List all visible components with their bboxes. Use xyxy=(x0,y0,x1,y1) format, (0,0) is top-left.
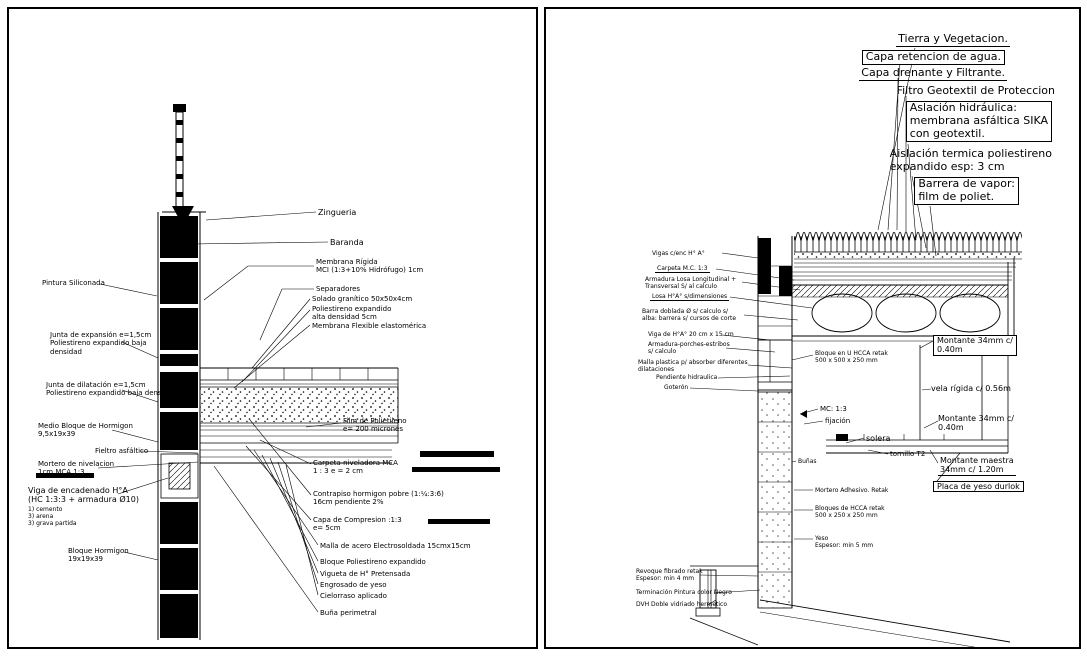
label-aislacion-hidraulica: Aslación hidráulica: membrana asfáltica … xyxy=(905,101,1052,142)
label-mc-13: MC: 1:3 xyxy=(820,405,847,413)
label-separadores: Separadores xyxy=(316,285,361,293)
label-junta-dilatacion: Junta de dilatación e=1,5cm Poliestireno… xyxy=(46,381,177,398)
label-armadura-estribos: Armadura-porches-estribos s/ calculo xyxy=(648,341,730,356)
left-leader-lines xyxy=(97,211,342,613)
hollow-core-1 xyxy=(811,293,873,333)
label-armadura-losa: Armadura Losa Longitudinal + Transversal… xyxy=(645,276,737,291)
label-buna-perimetral: Buña perimetral xyxy=(320,609,377,617)
label-engrosado-yeso: Engrosado de yeso xyxy=(320,581,387,589)
label-viga-ha-20x15: Viga de H°A° 20 cm x 15 cm xyxy=(648,331,734,338)
ground-line xyxy=(759,599,1011,643)
label-baranda: Baranda xyxy=(330,238,364,247)
label-film-polietileno: Film de Polietileno e= 200 micrones xyxy=(343,417,407,434)
mc-arrowhead xyxy=(800,410,807,418)
label-pendiente-hidraulica: Pendiente hidraulica xyxy=(656,374,718,381)
label-vela-rigida: vela rígida c/ 0.56m xyxy=(931,384,1011,393)
label-capa-retencion: Capa retencion de agua. xyxy=(861,50,1005,65)
label-montante-34-mid: Montante 34mm c/ 0.40m xyxy=(938,414,1014,433)
label-montante-maestra: Montante maestra 34mm c/ 1.20m xyxy=(938,456,1016,476)
u-block xyxy=(757,339,793,391)
label-capa-drenante: Capa drenante y Filtrante. xyxy=(859,66,1007,81)
label-cielorraso: Cielorraso aplicado xyxy=(320,592,387,600)
label-carpeta-niveladora: Carpeta niveladora MCA 1 : 3 e = 2 cm xyxy=(313,459,398,476)
label-fijacion: fijación xyxy=(825,417,851,425)
right-panel-frame xyxy=(544,7,1081,649)
label-tierra-vegetacion: Tierra y Vegetacion. xyxy=(896,32,1010,47)
label-medio-bloque: Medio Bloque de Hormigon 9,5x19x39 xyxy=(38,422,133,439)
label-membrana-rigida: Membrana Rígida MCI (1:3+10% Hidrófugo) … xyxy=(316,258,424,275)
label-barra-doblada: Barra doblada Ø s/ calculo s/ alba: barr… xyxy=(642,308,737,323)
left-detail-geometry xyxy=(36,104,500,640)
label-losa-ha: Losa H°A° s/dimensiones xyxy=(650,293,730,302)
label-filtro-geotextil: Filtro Geotextil de Proteccion xyxy=(896,84,1055,97)
label-bloque-poliestireno: Bloque Poliestireno expandido xyxy=(320,558,426,566)
fixing-bracket xyxy=(836,434,848,441)
compression-layer xyxy=(791,284,1009,298)
label-zingueria: Zingueria xyxy=(318,208,357,217)
label-montante-34-top: Montante 34mm c/ 0.40m xyxy=(933,335,1017,356)
label-pintura-siliconada: Pintura Siliconada xyxy=(42,279,105,287)
label-mortero-nivelacion: Mortero de nivelacion 1cm MCA 1:3 xyxy=(38,460,115,477)
contrapiso-stipple xyxy=(199,386,399,424)
label-fieltro-asfaltico: Fieltro asfáltico xyxy=(95,447,149,455)
label-bloque-u-hcca: Bloque en U HCCA retak 500 x 500 x 250 m… xyxy=(815,350,888,365)
label-contrapiso: Contrapiso hormigon pobre (1:¼:3:6) 16cm… xyxy=(313,490,444,507)
label-terminacion-pintura: Terminación Pintura color Negro xyxy=(636,589,732,596)
soil-layer xyxy=(794,252,1022,259)
label-yeso: Yeso Espesor: min 5 mm xyxy=(815,535,874,550)
label-bunas: Buñas xyxy=(798,458,817,465)
vegetation-layer xyxy=(794,228,1022,252)
label-placa-yeso-durlok: Placa de yeso durlok xyxy=(933,481,1024,493)
label-tornillo-t2: tornillo T2 xyxy=(890,450,926,458)
retak-wall xyxy=(757,391,793,609)
right-leader-lines xyxy=(689,47,961,606)
label-vigas-cenc: Vigas c/enc H° A° xyxy=(652,250,705,257)
label-mortero-adhesivo: Mortero Adhesivo. Retak xyxy=(815,487,889,494)
label-viga-encadenado: Viga de encadenado H°A (HC 1:3:3 + armad… xyxy=(28,486,139,505)
label-malla-plastica: Malla plastica p/ absorber diferentes di… xyxy=(638,359,748,374)
label-barrera-vapor: Barrera de vapor: film de poliet. xyxy=(914,177,1019,205)
label-malla-acero: Malla de acero Electrosoldada 15cmx15cm xyxy=(320,542,471,550)
label-solera: solera xyxy=(866,434,891,443)
label-poliestireno-alta: Poliestireno expandido alta densidad 5cm xyxy=(312,305,392,322)
label-dvh: DVH Doble vidriado hermetico xyxy=(636,601,728,608)
left-panel-frame xyxy=(7,7,538,649)
label-viga-componentes: 1) cemento 3) arena 3) grava partida xyxy=(28,506,77,528)
railing-cap xyxy=(173,104,186,112)
label-vigueta-pretensada: Vigueta de H° Pretensada xyxy=(320,570,411,578)
label-membrana-flexible: Membrana Flexible elastomérica xyxy=(312,322,427,330)
label-goteron: Goterón xyxy=(664,384,689,391)
label-solado-granitico: Solado granítico 50x50x4cm xyxy=(312,295,413,303)
label-bloque-hormigon: Bloque Hormigon 19x19x39 xyxy=(68,547,129,564)
right-detail-geometry xyxy=(689,228,1022,649)
hollow-core-2 xyxy=(875,293,937,333)
label-capa-compresion: Capa de Compresion :1:3 e= 5cm xyxy=(313,516,402,533)
hollow-core-3 xyxy=(939,293,1001,333)
label-aislacion-termica: Aislación termica poliestireno expandido… xyxy=(889,147,1052,173)
label-bloques-hcca: Bloques de HCCA retak 500 x 250 x 250 mm xyxy=(815,505,885,520)
label-carpeta-mc: Carpeta M.C. 1:3 xyxy=(655,265,710,274)
label-junta-expansion: Junta de expansión e=1,5cm Poliestireno … xyxy=(50,331,152,356)
label-revoque-fibrado: Revoque fibrado retak Espesor: min 4 mm xyxy=(636,568,703,583)
